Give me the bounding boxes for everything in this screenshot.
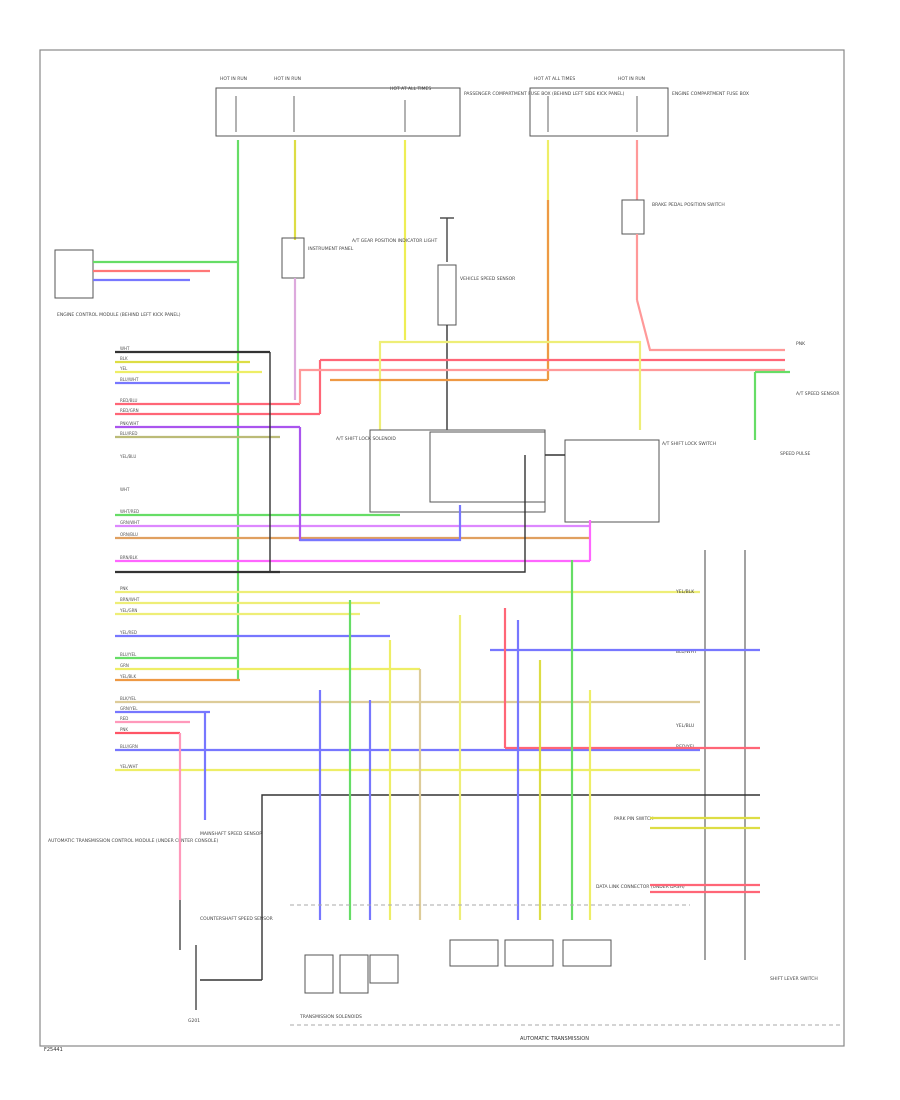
connector-label-1: PNK — [796, 341, 806, 347]
tcm-pin-label: PNK — [120, 727, 128, 732]
brake-switch: BRAKE PEDAL POSITION SWITCH — [621, 199, 725, 235]
solenoid-group: TRANSMISSION SOLENOIDS — [299, 939, 612, 1020]
fuse-panel-right: HOT AT ALL TIMES HOT IN RUN ENGINE COMPA… — [529, 76, 749, 137]
fuse-left-desc: PASSENGER COMPARTMENT FUSE BOX (BEHIND L… — [464, 91, 625, 97]
tcm-pin-label: BRN/WHT — [120, 597, 140, 602]
ecm-label: ENGINE CONTROL MODULE (BEHIND LEFT KICK … — [57, 312, 181, 318]
fuse-left-label-3: HOT AT ALL TIMES — [390, 86, 431, 92]
sensor-right-label: A/T SPEED SENSOR — [796, 391, 840, 397]
fuse-left-label-2: HOT IN RUN — [274, 76, 301, 82]
countershaft-label: COUNTERSHAFT SPEED SENSOR — [200, 916, 273, 922]
park-switch-area: PARK PIN SWITCH DATA LINK CONNECTOR (UND… — [596, 816, 685, 890]
tcm-pin-label: WHT/RED — [120, 509, 139, 514]
tcm-pin-label: YEL/WHT — [119, 764, 139, 769]
fuse-right-desc: ENGINE COMPARTMENT FUSE BOX — [672, 91, 749, 97]
park-switch-label: PARK PIN SWITCH — [614, 816, 654, 822]
brake-switch-label: BRAKE PEDAL POSITION SWITCH — [652, 202, 725, 208]
tcm-pin-label: BRN/BLK — [120, 555, 138, 560]
tcm-pin-label: YEL — [119, 366, 128, 371]
ecm-box: ENGINE CONTROL MODULE (BEHIND LEFT KICK … — [54, 249, 181, 318]
shift-lock-right-box: A/T SHIFT LOCK SWITCH — [564, 439, 716, 523]
tcm-pin-label: BLU/GRN — [120, 744, 138, 749]
tcm-pin-label: RED/GRN — [120, 408, 139, 413]
mainshaft-label: MAINSHAFT SPEED SENSOR — [200, 831, 262, 837]
shift-lever-switch: SHIFT LEVER SWITCH — [704, 550, 818, 982]
shift-lever-label: SHIFT LEVER SWITCH — [770, 976, 818, 982]
right-wire-label-1: YEL/BLK — [675, 589, 695, 595]
diagram-frame — [39, 49, 845, 1047]
right-wire-label-3: YEL/BLU — [675, 723, 694, 729]
tcm-pin-label: BLU/RED — [120, 431, 137, 436]
ground-bottom-label: G201 — [188, 1018, 200, 1024]
ground-top: VEHICLE SPEED SENSOR — [437, 217, 515, 326]
tcm-pin-label: WHT — [120, 487, 130, 492]
footer-left: F25441 — [44, 1047, 63, 1053]
tcm-pin-column: AUTOMATIC TRANSMISSION CONTROL MODULE (U… — [48, 838, 218, 844]
tcm-pin-label: RED/BLU — [120, 398, 138, 403]
tcm-pin-label: BLK/YEL — [120, 696, 137, 701]
tcm-pin-label: YEL/BLU — [119, 454, 136, 459]
footer-center: AUTOMATIC TRANSMISSION — [520, 1036, 589, 1042]
fuse-right-label-2: HOT IN RUN — [618, 76, 645, 82]
tcm-pin-label: PNK — [120, 586, 128, 591]
tcm-pin-label: YEL/GRN — [119, 608, 137, 613]
fuse-left-label-1: HOT IN RUN — [220, 76, 247, 82]
data-link-label: DATA LINK CONNECTOR (UNDER DASH) — [596, 884, 685, 890]
tcm-pin-label: ORN/BLU — [120, 532, 138, 537]
vss-label: VEHICLE SPEED SENSOR — [460, 276, 515, 282]
tcm-pin-label: GRN/YEL — [120, 706, 138, 711]
solenoid-group-label: TRANSMISSION SOLENOIDS — [299, 1014, 362, 1020]
gauge-light-label: A/T GEAR POSITION INDICATOR LIGHT — [352, 238, 438, 244]
tcm-pin-label: GRN — [120, 663, 129, 668]
connector-top-right: PNK A/T SPEED SENSOR — [796, 341, 840, 397]
right-wire-label-2: BLU/WHT — [676, 649, 697, 655]
tcm-pin-label: WHT — [120, 346, 130, 351]
shift-lock-left-label: A/T SHIFT LOCK SOLENOID — [336, 436, 396, 442]
tcm-pin-label: BLU/WHT — [120, 377, 139, 382]
inline-fuse: INSTRUMENT PANEL — [281, 237, 354, 279]
tcm-pin-label: BLU/YEL — [120, 652, 137, 657]
speed-pulse-label: SPEED PULSE — [780, 451, 811, 457]
tcm-pin-label: RED — [120, 716, 128, 721]
tcm-pin-labels: WHT BLK YEL BLU/WHT RED/BLU RED/GRN PNK/WHT BLU… — [119, 346, 140, 769]
shift-lock-left-box: A/T SHIFT LOCK SOLENOID — [336, 429, 546, 513]
tcm-wires — [115, 350, 700, 772]
tcm-pin-label: YEL/RED — [119, 630, 137, 635]
tcm-pin-label: BLK — [120, 356, 128, 361]
tcm-pin-label: YEL/BLK — [119, 674, 137, 679]
instrument-panel-label: INSTRUMENT PANEL — [308, 246, 354, 252]
tcm-label: AUTOMATIC TRANSMISSION CONTROL MODULE (U… — [48, 838, 218, 844]
bottom-left-switch: MAINSHAFT SPEED SENSOR COUNTERSHAFT SPEE… — [179, 831, 273, 1024]
tcm-pin-label: GRN/WHT — [120, 520, 140, 525]
shift-lock-right-label: A/T SHIFT LOCK SWITCH — [662, 441, 716, 447]
fuse-right-label-1: HOT AT ALL TIMES — [534, 76, 575, 82]
tcm-pin-label: PNK/WHT — [120, 421, 139, 426]
fuse-panel-left: HOT IN RUN HOT IN RUN HOT AT ALL TIMES P… — [215, 76, 625, 137]
